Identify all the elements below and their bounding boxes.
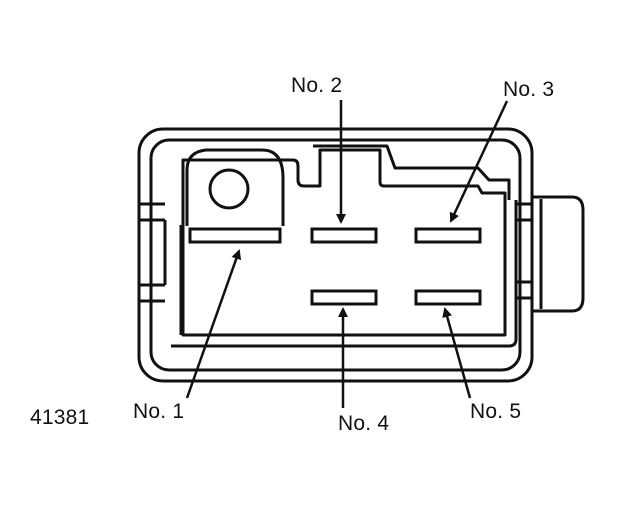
housing-inner (149, 138, 522, 372)
terminal-blade-5 (414, 289, 482, 306)
lower-rib (171, 200, 518, 348)
terminal-blade-2 (310, 227, 378, 244)
terminal-label-no1: No. 1 (133, 400, 185, 423)
terminal-cavity (181, 148, 507, 337)
leader-arrows (185, 100, 509, 408)
terminal-label-no3: No. 3 (503, 78, 555, 101)
locking-tab (532, 195, 585, 313)
connector-body (137, 127, 585, 383)
terminal-blades (188, 227, 482, 306)
keying-post (185, 148, 285, 226)
cavity-rib (313, 144, 511, 200)
terminal-blade-4 (310, 289, 378, 306)
housing-outer (137, 127, 534, 383)
terminal-label-no2: No. 2 (291, 74, 343, 97)
terminal-label-no4: No. 4 (338, 412, 390, 435)
terminal-blade-3 (414, 227, 482, 244)
figure-id: 41381 (30, 406, 90, 429)
keying-hole (208, 168, 250, 210)
arrow-no3 (449, 100, 509, 223)
terminal-label-no5: No. 5 (470, 400, 522, 423)
terminal-blade-1 (188, 227, 282, 244)
arrow-no5 (442, 307, 472, 399)
arrow-no1 (185, 249, 242, 399)
